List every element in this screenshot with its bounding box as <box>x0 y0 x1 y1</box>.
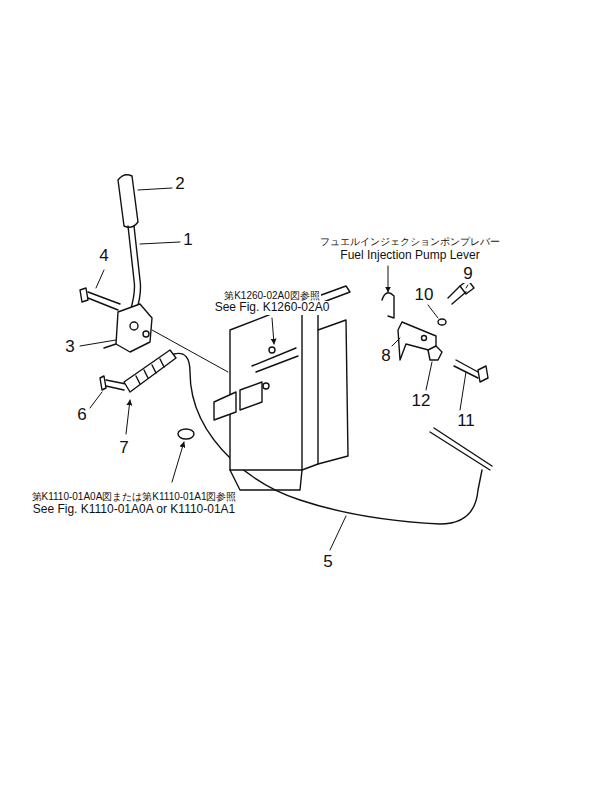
frame-hole <box>269 347 275 353</box>
part-note: フュエルインジェクションポンプレバー <box>319 236 501 247</box>
reference-note: 第K1260-02A0図参照 <box>223 290 321 301</box>
cable-rod <box>430 428 492 470</box>
frame-block <box>214 392 236 420</box>
callout-number: 8 <box>380 347 391 366</box>
bolt-shank <box>454 360 478 378</box>
bolt-head <box>80 288 88 302</box>
bolt-shank <box>448 286 466 304</box>
callout-number: 4 <box>98 247 109 266</box>
bracket-hole <box>130 322 138 330</box>
callout-number: 11 <box>456 412 476 431</box>
cable-end <box>124 350 176 392</box>
bracket-hole <box>143 331 149 337</box>
cable-end-thread <box>136 359 164 384</box>
callout-number: 5 <box>322 553 333 572</box>
pin-head <box>100 376 106 390</box>
callout-number: 7 <box>118 439 129 458</box>
reference-note: See Fig. K1260-02A0 <box>214 301 331 314</box>
nut <box>428 346 442 360</box>
bolt-shank <box>88 292 120 310</box>
grommet <box>178 429 194 439</box>
bracket-pin <box>104 344 116 348</box>
callout-number: 2 <box>174 175 185 194</box>
reference-note: 第K1110-01A0A図または第K1110-01A1図参照 <box>31 491 238 502</box>
callout-number: 3 <box>64 338 75 357</box>
callout-number: 9 <box>462 265 473 284</box>
callout-number: 12 <box>411 392 432 411</box>
frame-side <box>302 296 318 470</box>
frame-rear <box>318 320 348 464</box>
bolt-head <box>478 366 488 382</box>
frame-foot <box>230 470 302 490</box>
pin-shank <box>106 380 126 390</box>
part-note: Fuel Injection Pump Lever <box>339 249 480 262</box>
reference-note: See Fig. K1110-01A0A or K1110-01A1 <box>32 503 237 516</box>
frame-block <box>240 382 262 410</box>
frame-hole <box>263 383 269 389</box>
callout-number: 6 <box>76 406 87 425</box>
callout-number: 1 <box>182 231 193 250</box>
lever-rod-edge <box>134 226 141 312</box>
bracket-hole <box>422 336 427 341</box>
lever-rod <box>128 226 135 312</box>
frame-front <box>230 302 302 470</box>
frame-slot <box>252 348 298 372</box>
lever-bracket <box>116 304 152 352</box>
pump-lever <box>382 293 394 318</box>
assembly-line <box>152 330 228 372</box>
washer <box>438 319 446 325</box>
lever-knob <box>118 175 138 228</box>
callout-number: 10 <box>414 286 435 305</box>
